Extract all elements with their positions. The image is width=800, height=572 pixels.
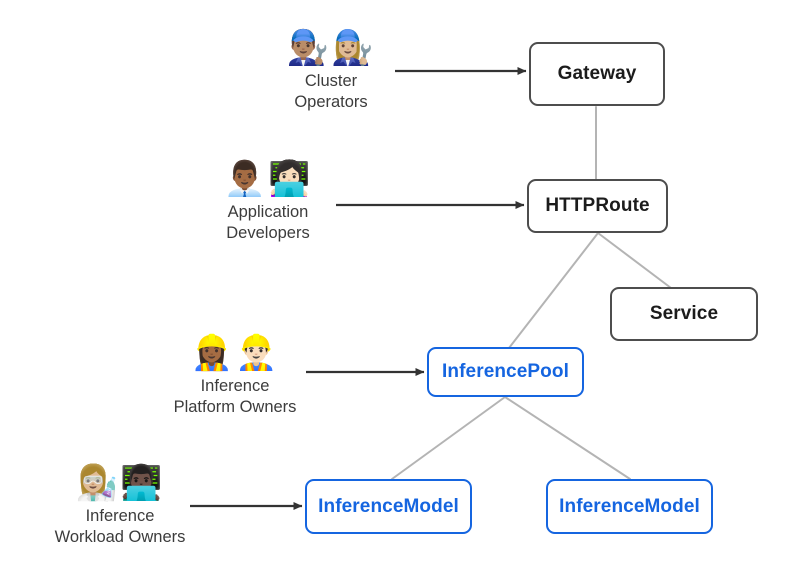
woman-scientist-icon man-technologist-icon: 👩🏼‍🔬👨🏿‍💻	[75, 463, 165, 503]
man-office-worker-icon woman-technologist-icon: 👨🏾‍💼👩🏻‍💻	[223, 159, 313, 199]
edge-inferencepool-to-inferencemodel-right	[504, 396, 631, 480]
persona-cluster-operators: 👨🏽‍🔧👩🏼‍🔧 Cluster Operators	[216, 28, 446, 113]
persona-label: Inference Platform Owners	[173, 377, 297, 416]
persona-label: Inference Workload Owners	[54, 507, 186, 546]
persona-label: Cluster Operators	[294, 72, 368, 111]
node-inferencemodel-right[interactable]: InferenceModel	[546, 479, 713, 534]
edge-httproute-to-service	[597, 232, 672, 289]
node-gateway[interactable]: Gateway	[529, 42, 665, 106]
persona-label: Application Developers	[226, 203, 310, 242]
node-service[interactable]: Service	[610, 287, 758, 341]
edge-httproute-to-inferencepool	[508, 232, 599, 349]
node-inferencemodel-left[interactable]: InferenceModel	[305, 479, 472, 534]
node-inferencepool[interactable]: InferencePool	[427, 347, 584, 397]
resource-link-lines	[391, 106, 672, 480]
persona-application-developers: 👨🏾‍💼👩🏻‍💻 Application Developers	[153, 159, 383, 244]
edge-inferencepool-to-inferencemodel-left	[391, 396, 506, 480]
persona-arrows	[190, 67, 527, 510]
man-mechanic-icon woman-mechanic-icon: 👨🏽‍🔧👩🏼‍🔧	[286, 28, 376, 68]
persona-inference-platform-owners: 👷🏾‍♀️👷🏻‍♂️ Inference Platform Owners	[120, 333, 350, 418]
node-httproute[interactable]: HTTPRoute	[527, 179, 668, 233]
woman-construction-worker-icon man-construction-worker-icon: 👷🏾‍♀️👷🏻‍♂️	[190, 333, 280, 373]
persona-inference-workload-owners: 👩🏼‍🔬👨🏿‍💻 Inference Workload Owners	[5, 463, 235, 548]
